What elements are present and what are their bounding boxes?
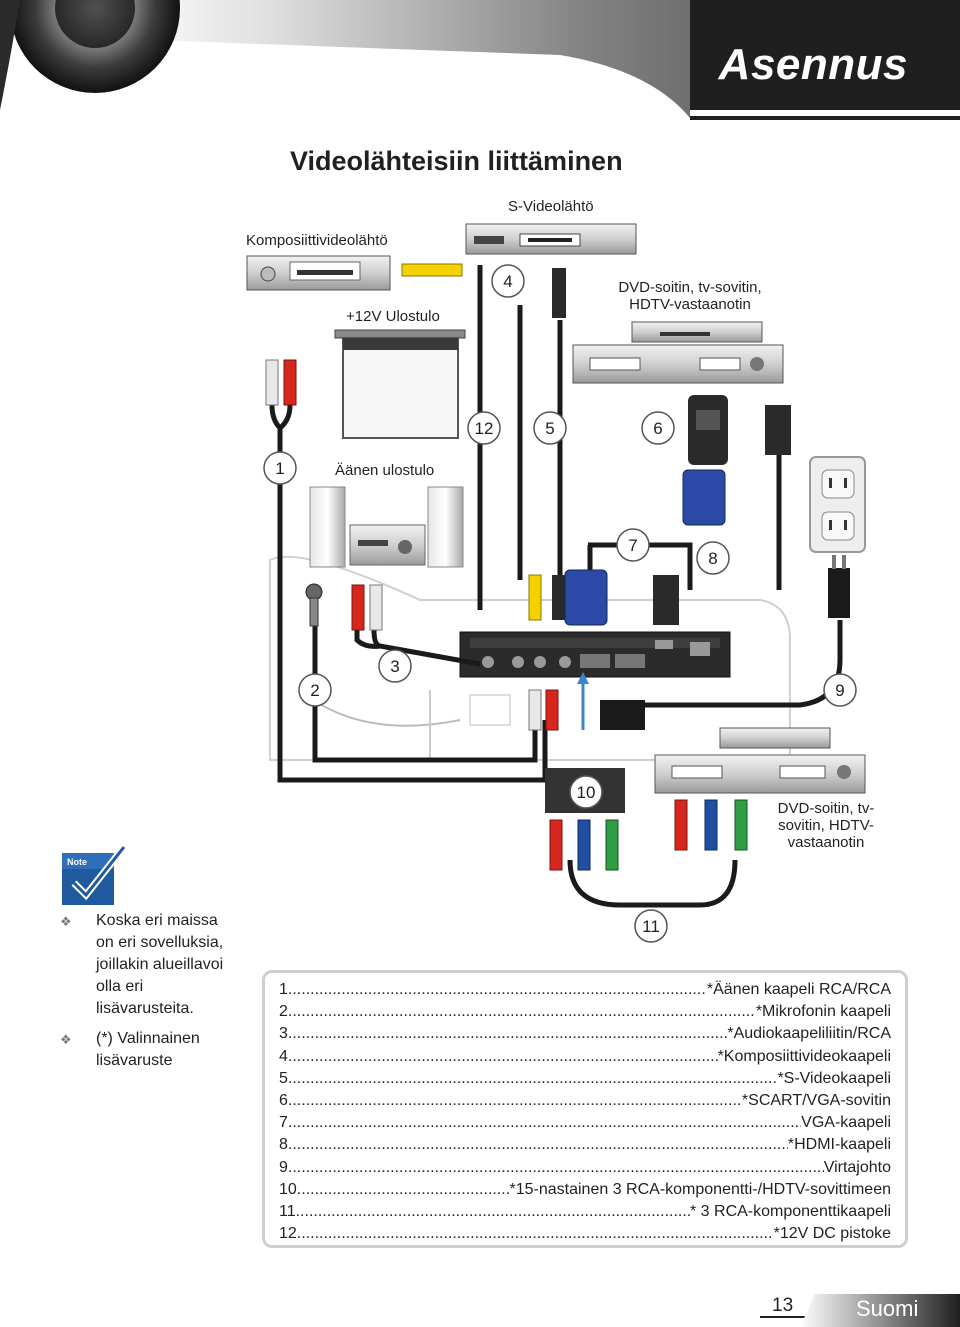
vcr-icon <box>246 255 391 291</box>
microphone-icon <box>305 583 323 627</box>
hdmi-connector-icon <box>653 405 791 625</box>
badge-5: 5 <box>533 411 567 445</box>
legend-item: 6*SCART/VGA-sovitin <box>279 1090 891 1112</box>
legend-item: 8*HDMI-kaapeli <box>279 1134 891 1156</box>
page-number: 13 <box>772 1295 794 1316</box>
svg-text:2: 2 <box>310 681 319 700</box>
rca-plug-icon <box>674 799 748 851</box>
badge-11: 11 <box>634 909 668 943</box>
svg-text:10: 10 <box>577 783 596 802</box>
svg-text:6: 6 <box>653 419 662 438</box>
s-video-plug-icon <box>552 268 566 620</box>
header-band <box>0 0 960 120</box>
badges: 1 2 3 4 5 6 7 8 9 10 11 12 <box>263 264 857 943</box>
label-dvd-top: DVD-soitin, tv-sovitin, HDTV-vastaanotin <box>618 279 762 313</box>
legend-item: 7VGA-kaapeli <box>279 1112 891 1134</box>
badge-6: 6 <box>641 411 675 445</box>
label-audio-out: Äänen ulostulo <box>335 462 435 479</box>
note-item: ❖ (*) Valinnainen lisävaruste <box>60 1030 200 1069</box>
dvd-player-top-icon <box>465 223 637 255</box>
power-plug-icon <box>600 555 850 730</box>
bullet-icon: ❖ <box>60 914 72 929</box>
rca-plug-icon <box>351 584 383 631</box>
bullet-icon: ❖ <box>60 1032 72 1047</box>
dvd-player-bottom-icon <box>654 727 866 794</box>
rca-plug-icon <box>528 689 559 731</box>
footer-band <box>760 1294 960 1327</box>
connection-diagram: 1 2 3 4 5 6 7 8 9 10 11 12 <box>246 223 866 943</box>
badge-2: 2 <box>298 673 332 707</box>
legend-item: 12*12V DC pistoke <box>279 1223 891 1245</box>
label-svideo-out: S-Videolähtö <box>508 198 594 215</box>
badge-9: 9 <box>823 673 857 707</box>
badge-3: 3 <box>378 649 412 683</box>
rca-plug-icon <box>549 819 619 871</box>
legend-list: 1*Äänen kaapeli RCA/RCA 2*Mikrofonin kaa… <box>279 979 891 1245</box>
svg-text:3: 3 <box>390 657 399 676</box>
scart-adapter-icon <box>688 395 728 465</box>
rca-plug-icon <box>401 263 463 277</box>
power-outlet-icon <box>809 456 866 553</box>
page-title: Videolähteisiin liittäminen <box>290 146 623 176</box>
legend-item: 10*15-nastainen 3 RCA-komponentti-/HDTV-… <box>279 1179 891 1201</box>
legend-item: 3*Audiokaapeliliitin/RCA <box>279 1023 891 1045</box>
badge-10: 10 <box>569 775 603 809</box>
label-composite-out: Komposiittivideolähtö <box>246 232 388 249</box>
label-12v-out: +12V Ulostulo <box>346 308 440 325</box>
svg-text:4: 4 <box>503 272 512 291</box>
legend-item: 1*Äänen kaapeli RCA/RCA <box>279 979 891 1001</box>
badge-1: 1 <box>263 451 297 485</box>
svg-text:Note: Note <box>67 857 87 867</box>
legend-box: 1*Äänen kaapeli RCA/RCA 2*Mikrofonin kaa… <box>262 970 908 1248</box>
rca-plug-icon <box>265 359 297 406</box>
badge-8: 8 <box>696 541 730 575</box>
legend-item: 5*S-Videokaapeli <box>279 1068 891 1090</box>
vga-connector-icon <box>564 469 726 626</box>
legend-item: 9Virtajohto <box>279 1157 891 1179</box>
badge-4: 4 <box>491 264 525 298</box>
note-icon: Note <box>62 844 127 905</box>
screen-icon <box>334 329 466 439</box>
svg-text:12: 12 <box>475 419 494 438</box>
legend-item: 2*Mikrofonin kaapeli <box>279 1001 891 1023</box>
svg-text:5: 5 <box>545 419 554 438</box>
badge-7: 7 <box>616 528 650 562</box>
badge-12: 12 <box>467 411 501 445</box>
svg-text:8: 8 <box>708 549 717 568</box>
section-title: Asennus <box>718 40 908 89</box>
note-list: ❖ Koska eri maissa on eri sovelluksia, j… <box>58 910 233 1080</box>
rca-plug-icon <box>528 574 542 621</box>
footer-language: Suomi <box>856 1296 919 1321</box>
svg-text:9: 9 <box>835 681 844 700</box>
label-dvd-bottom: DVD-soitin, tv-sovitin, HDTV-vastaanotin <box>777 800 875 851</box>
note-item: ❖ Koska eri maissa on eri sovelluksia, j… <box>60 912 224 1017</box>
legend-item: 4*Komposiittivideokaapeli <box>279 1046 891 1068</box>
legend-item: 11* 3 RCA-komponenttikaapeli <box>279 1201 891 1223</box>
speakers-icon <box>309 486 464 568</box>
svg-text:1: 1 <box>275 459 284 478</box>
svg-text:11: 11 <box>642 917 660 936</box>
dvd-player-icon <box>572 321 784 384</box>
svg-text:7: 7 <box>628 536 637 555</box>
cables <box>269 265 843 908</box>
